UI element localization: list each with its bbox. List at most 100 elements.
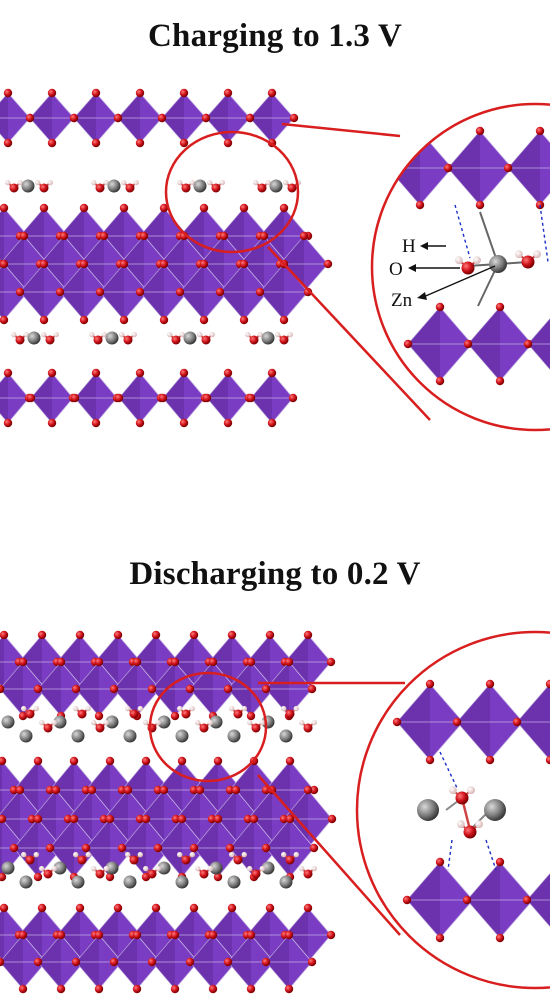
oxygen-atom (37, 903, 47, 913)
oxygen-atom (523, 339, 533, 349)
oxygen-atom (213, 756, 223, 766)
oxygen-atom (151, 630, 161, 640)
charging-structure (0, 88, 333, 428)
oxygen-atom (170, 657, 180, 667)
oxygen-atom (279, 315, 289, 325)
hydrogen-atom (299, 865, 305, 872)
zinc-atom (227, 875, 241, 889)
oxygen-atom (159, 785, 169, 795)
oxygen-atom (56, 657, 66, 667)
oxygen-atom (69, 814, 79, 824)
hydrogen-atom (131, 331, 137, 338)
hydrogen-atom (281, 851, 287, 858)
hydrogen-atom (257, 331, 263, 338)
hydrogen-atom (197, 331, 203, 338)
oxygen-atom (37, 630, 47, 640)
oxygen-atom (201, 113, 211, 123)
panel-title-charging: Charging to 1.3 V (148, 18, 402, 54)
hydrogen-atom (209, 331, 215, 338)
oxygen-atom (79, 203, 89, 213)
oxygen-atom (307, 957, 317, 967)
oxygen-atom (199, 203, 209, 213)
oxygen-atom (495, 857, 505, 867)
water-oxygen (43, 869, 53, 879)
hydrogen-atom (23, 331, 29, 338)
zinc-atom (175, 729, 189, 743)
oxygen-atom (18, 930, 28, 940)
water-oxygen (233, 709, 243, 719)
oxygen-atom (309, 843, 319, 853)
hydrogen-atom (229, 705, 235, 712)
label-zn: Zn (391, 290, 413, 311)
oxygen-atom (207, 814, 217, 824)
oxygen-atom (462, 895, 472, 905)
hydrogen-atom (137, 851, 143, 858)
hydrogen-atom (33, 851, 39, 858)
zinc-atom (227, 729, 241, 743)
oxygen-atom (452, 717, 462, 727)
oxygen-atom (3, 368, 13, 378)
hydrogen-atom (245, 331, 251, 338)
hydrogen-atom (229, 851, 235, 858)
hydrogen-atom (299, 719, 305, 726)
hydrogen-atom (73, 851, 79, 858)
oxygen-atom (79, 259, 89, 269)
water-oxygen (77, 709, 87, 719)
oxygen-atom (47, 418, 57, 428)
zinc-atom (279, 875, 293, 889)
oxygen-atom (81, 843, 91, 853)
oxygen-atom (246, 711, 256, 721)
oxygen-atom (141, 756, 151, 766)
oxygen-atom (249, 814, 259, 824)
oxygen-atom (259, 231, 269, 241)
oxygen-atom (189, 843, 199, 853)
hydrogen-atom (137, 705, 143, 712)
water-oxygen (123, 335, 133, 345)
hydrogen-atom (177, 851, 183, 858)
hydrogen-atom (311, 865, 317, 872)
oxygen-atom (114, 393, 124, 403)
hydrogen-atom (167, 331, 173, 338)
zinc-atom (175, 875, 189, 889)
oxygen-atom (59, 231, 69, 241)
water-oxygen (251, 869, 261, 879)
water-oxygen (249, 335, 259, 345)
hydrogen-atom (41, 331, 47, 338)
oxygen-atom (132, 984, 142, 994)
hydrogen-atom (195, 865, 201, 872)
oxygen-atom (255, 287, 265, 297)
hydrogen-atom (39, 719, 45, 726)
oxygen-atom (94, 711, 104, 721)
oxygen-atom (79, 315, 89, 325)
water-oxygen (279, 335, 289, 345)
oxygen-atom (522, 895, 532, 905)
hydrogen-atom (189, 705, 195, 712)
oxygen-atom (3, 138, 13, 148)
oxygen-atom (159, 203, 169, 213)
oxygen-atom (33, 684, 43, 694)
oxygen-atom (246, 984, 256, 994)
zinc-atom (209, 715, 223, 729)
oxygen-atom (289, 113, 299, 123)
water-oxygen (463, 825, 477, 839)
hydrogen-atom (467, 786, 475, 795)
oxygen-atom (33, 814, 43, 824)
oxygen-atom (0, 872, 7, 882)
water-oxygen (199, 869, 209, 879)
octahedron (526, 861, 550, 939)
oxygen-atom (157, 113, 167, 123)
hydrogen-atom (5, 179, 11, 186)
zn-o-bond (479, 211, 499, 265)
hydrogen-atom (11, 331, 17, 338)
oxygen-atom (223, 368, 233, 378)
oxygen-atom (9, 843, 19, 853)
oxygen-atom (208, 984, 218, 994)
oxygen-atom (33, 756, 43, 766)
oxygen-atom (239, 203, 249, 213)
oxygen-atom (119, 315, 129, 325)
oxygen-atom (443, 163, 453, 173)
oxygen-atom (223, 418, 233, 428)
oxygen-atom (170, 711, 180, 721)
hydrogen-atom (177, 179, 183, 186)
zinc-atom (105, 331, 119, 345)
